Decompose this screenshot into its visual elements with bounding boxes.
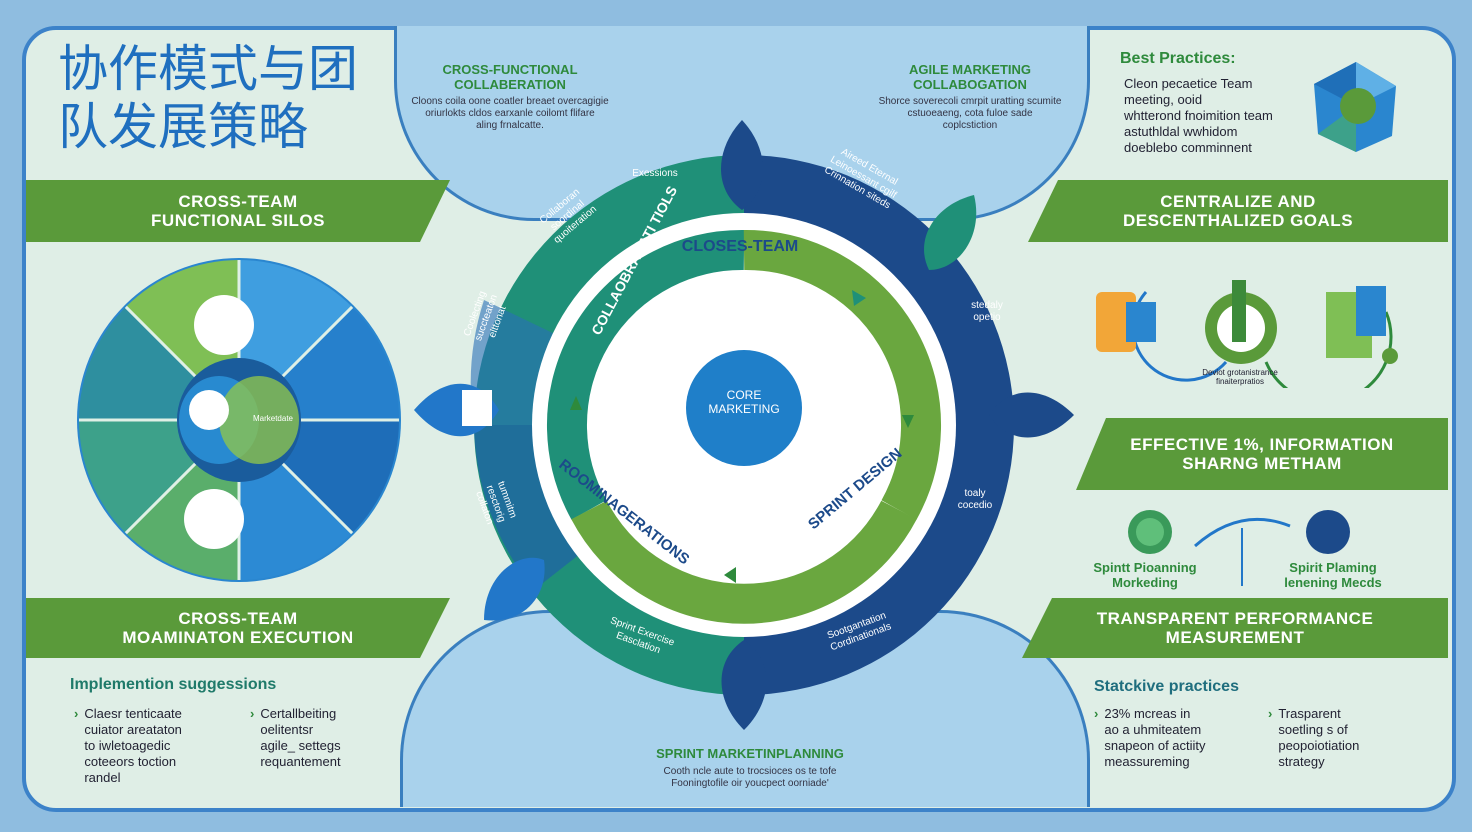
- arrow-left-icon: [724, 567, 736, 583]
- sprint-right-label: Spirit Plaming lenening Mecds: [1284, 560, 1382, 590]
- leaf-node-bottom-left: [484, 557, 545, 621]
- recycle-icon: [1314, 62, 1396, 152]
- arrow-icon: [612, 285, 626, 300]
- leaf-node-right: [989, 392, 1074, 438]
- band-cross-team-execution: CROSS-TEAM MOAMINATON EXECUTION: [26, 598, 450, 658]
- best-practices-heading: Best Practices:: [1120, 50, 1236, 67]
- band-information-sharing: EFFECTIVE 1%, INFORMATION SHARNG METHAM: [1076, 418, 1448, 490]
- leaf-node-top: [721, 120, 763, 210]
- impl-item-2: › Certallbeiting oelitentsr agile_ sette…: [250, 706, 400, 770]
- team-circle: [77, 258, 401, 582]
- sprint-text: Cooth ncle aute to trocsioces os te tofe…: [663, 766, 837, 789]
- stat-text-1: 23% mcreas in ao a uhmiteatem snapeon of…: [1104, 706, 1206, 769]
- sprint-planning-diagram: [1128, 510, 1350, 586]
- chevron-right-icon: ›: [1268, 706, 1273, 721]
- page-title: 协作模式与团队发展策略: [58, 40, 358, 156]
- wheel-outer-top: Exessions: [632, 168, 678, 179]
- collab-heading-right: AGILE MARKETING COLLABOGATION: [908, 62, 1032, 92]
- chevron-right-icon: ›: [1094, 706, 1099, 721]
- impl-text-1: Claesr tenticaate cuiator areataton to i…: [84, 706, 182, 785]
- team-photo-bottom: [184, 489, 244, 549]
- team-photo-top: [194, 295, 254, 355]
- stat-item-2: › Trasparent soetling s of peopoiotiatio…: [1268, 706, 1408, 770]
- document-icon: [462, 390, 492, 426]
- chevron-right-icon: ›: [250, 706, 255, 721]
- leaf-node-bottom: [721, 640, 767, 730]
- arrow-up-icon: [570, 396, 582, 410]
- sprint-left-label: Spintt Pioanning Morkeding: [1093, 560, 1197, 590]
- venn-label: Marketdate: [252, 414, 294, 423]
- impl-heading: Implemention suggessions: [70, 676, 277, 693]
- stat-item-1: › 23% mcreas in ao a uhmiteatem snapeon …: [1094, 706, 1254, 770]
- wheel-outer-bottom-right: toaly cocedio: [957, 488, 993, 511]
- wheel-inner-top: CLOSES-TEAM: [681, 238, 799, 255]
- stat-text-2: Trasparent soetling s of peopoiotiation …: [1278, 706, 1360, 769]
- stat-heading: Statckive practices: [1094, 678, 1239, 695]
- band-transparent-performance: TRANSPARENT PERFORMANCE MEASUREMENT: [1022, 598, 1448, 658]
- cycle-label: Deviot grotanistrance finaiterpratios: [1202, 368, 1278, 386]
- core-circle: [686, 350, 802, 466]
- best-practices-text: Cleon pecaetice Team meeting, ooid whtte…: [1124, 76, 1273, 155]
- collab-heading-left: CROSS-FUNCTIONAL COLLABERATION: [442, 62, 578, 92]
- collab-text-left: Cloons coila oone coatler breaet overcag…: [411, 96, 609, 131]
- wheel-center-label: CORE MARKETING: [708, 388, 780, 416]
- arrow-down-icon: [902, 415, 914, 428]
- team-photo-center: [189, 390, 229, 430]
- arrow-icon: [852, 290, 866, 306]
- band-centralize-goals: CENTRALIZE AND DESCENTHALIZED GOALS: [1028, 180, 1448, 242]
- marketing-wheel: [414, 120, 1074, 730]
- impl-item-1: › Claesr tenticaate cuiator areataton to…: [74, 706, 244, 786]
- band-cross-team-silos: CROSS-TEAM FUNCTIONAL SILOS: [26, 180, 450, 242]
- collab-text-right: Shorce soverecoli cmrpit uratting scumit…: [878, 96, 1062, 131]
- chevron-right-icon: ›: [74, 706, 79, 721]
- leaf-node-top-right: [924, 195, 977, 270]
- wheel-inner-bottom: AGILE MARKETING: [674, 508, 806, 524]
- sprint-heading: SPRINT MARKETINPLANNING: [656, 746, 844, 761]
- goals-cycle-diagram: [1096, 280, 1398, 388]
- impl-text-2: Certallbeiting oelitentsr agile_ settegs…: [260, 706, 341, 769]
- wheel-outer-right: stedaly opetio: [971, 300, 1003, 323]
